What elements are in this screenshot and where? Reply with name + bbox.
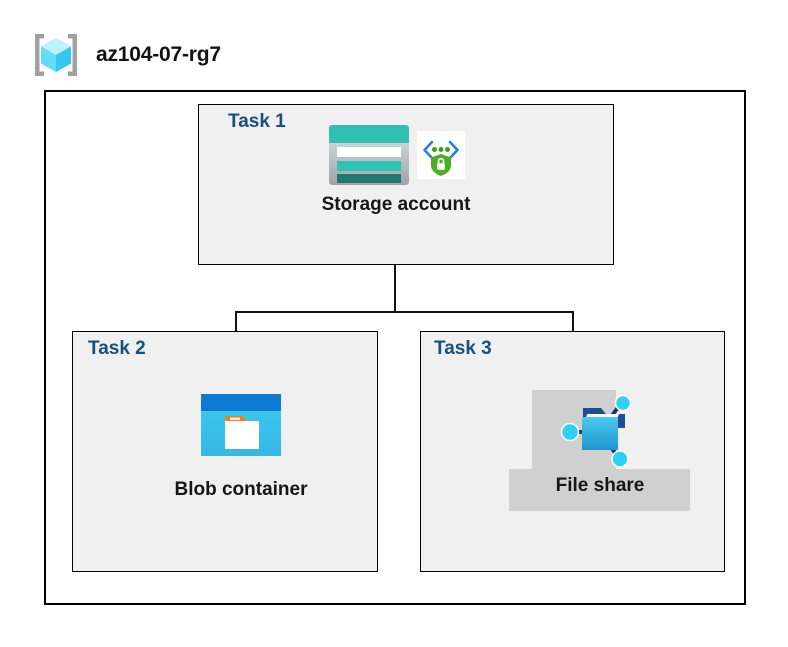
node-file-share[interactable]: File share (510, 388, 690, 497)
task-1-label: Task 1 (228, 111, 286, 132)
resource-group-title: az104-07-rg7 (96, 43, 221, 66)
connector-horizontal-bus (235, 311, 574, 313)
connector-storage-trunk (394, 265, 396, 313)
blob-container-label: Blob container (174, 479, 308, 500)
file-share-label-highlight (509, 469, 690, 511)
storage-account-label: Storage account (321, 194, 471, 215)
blob-container-icon (199, 390, 283, 465)
storage-account-icon (327, 123, 411, 192)
storage-account-icon-row (327, 124, 465, 190)
file-share-label: File share (555, 475, 645, 496)
node-storage-account[interactable]: Storage account (296, 124, 496, 216)
node-blob-container[interactable]: Blob container (156, 390, 326, 501)
task-2-label: Task 2 (88, 338, 146, 359)
file-share-icon (555, 388, 645, 475)
resource-group-icon (30, 29, 82, 81)
secure-endpoint-icon (417, 130, 465, 184)
task-3-label: Task 3 (434, 338, 492, 359)
resource-group-header: az104-07-rg7 (30, 28, 450, 82)
